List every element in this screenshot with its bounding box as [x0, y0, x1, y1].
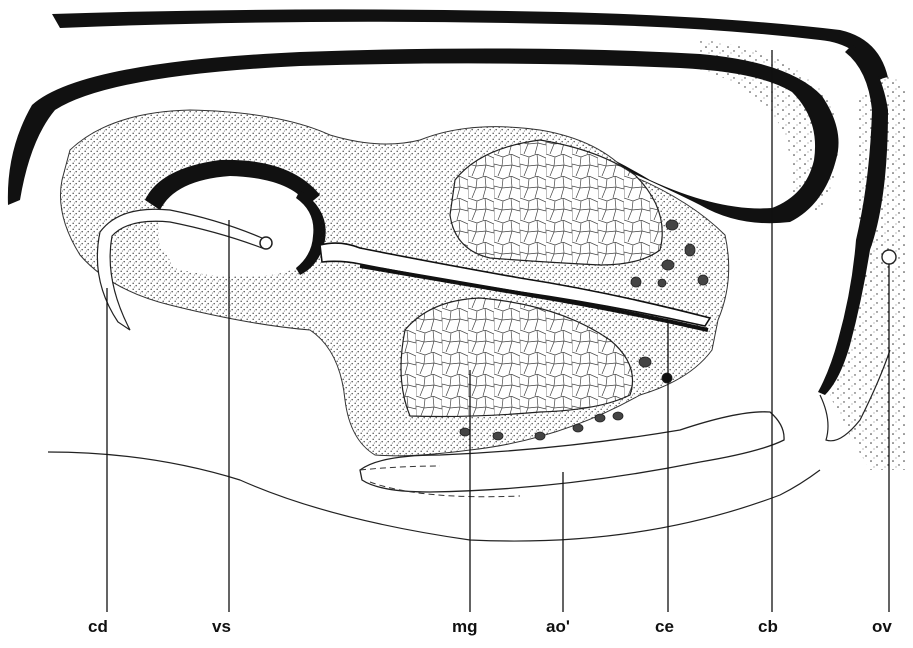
- label-ce: ce: [655, 618, 674, 635]
- stippled-tissue-mass: [60, 110, 728, 456]
- label-cb: cb: [758, 618, 778, 635]
- upper-cell-region: [450, 140, 662, 265]
- label-vs: vs: [212, 618, 231, 635]
- label-cd: cd: [88, 618, 108, 635]
- ov-circle: [882, 250, 896, 264]
- label-mg: mg: [452, 618, 478, 635]
- strand-bulb: [260, 237, 272, 249]
- label-ao: aoʹ: [546, 618, 570, 635]
- stippled-right-strip: [830, 77, 905, 470]
- label-ov: ov: [872, 618, 892, 635]
